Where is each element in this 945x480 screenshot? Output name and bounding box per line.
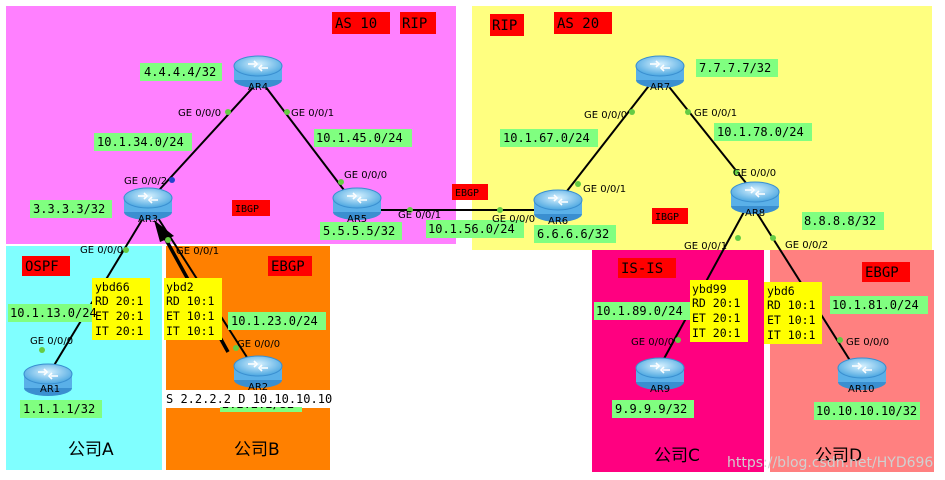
vpn-a-rd: RD 20:1 [95, 294, 144, 308]
vpn-c-rd: RD 20:1 [692, 296, 741, 310]
subnet-78: 10.1.78.0/24 [717, 125, 804, 139]
company-a-name: 公司A [68, 440, 114, 460]
ar6-loopback: 6.6.6.6/32 [537, 227, 609, 241]
traffic-note: S 2.2.2.2 D 10.10.10.10 [166, 392, 332, 406]
isis-label: IS-IS [621, 261, 663, 277]
as20-proto-label: RIP [492, 18, 517, 34]
vpn-d-it: IT 10:1 [767, 328, 816, 342]
ar8-name: AR8 [745, 208, 765, 219]
ar3-loopback: 3.3.3.3/32 [33, 202, 105, 216]
ar1-loopback: 1.1.1.1/32 [23, 402, 95, 416]
ar8-loopback: 8.8.8.8/32 [804, 214, 876, 228]
ar4-port-g1: GE 0/0/1 [291, 108, 334, 119]
ar9-loopback: 9.9.9.9/32 [615, 402, 687, 416]
vpn-c-name: ybd99 [692, 282, 727, 296]
vpn-d-et: ET 10:1 [767, 313, 816, 327]
vpn-a-et: ET 20:1 [95, 309, 144, 323]
as20-label: AS 20 [557, 16, 599, 32]
zone-company-b-lower [166, 408, 330, 470]
ar1-name: AR1 [40, 384, 60, 395]
link-ar4-ar3 [149, 81, 259, 201]
ar10-name: AR10 [848, 384, 875, 395]
subnet-67: 10.1.67.0/24 [503, 131, 590, 145]
company-b-name: 公司B [234, 440, 280, 460]
ar3-port-g1: GE 0/0/1 [176, 246, 219, 257]
ar3-name: AR3 [138, 214, 158, 225]
ar4-port-g0: GE 0/0/0 [178, 108, 221, 119]
ibgp-as20-tag: IBGP [655, 212, 679, 223]
subnet-56: 10.1.56.0/24 [428, 222, 515, 236]
vpn-c-it: IT 20:1 [692, 326, 741, 340]
ar5-name: AR5 [347, 214, 367, 225]
vpn-d-name: ybd6 [767, 284, 795, 298]
ar9-name: AR9 [650, 384, 670, 395]
ar3-port-g2: GE 0/0/2 [124, 176, 167, 187]
ar7-port-g1: GE 0/0/1 [694, 108, 737, 119]
ar6-port-g1: GE 0/0/1 [583, 184, 626, 195]
ar8-port-g0: GE 0/0/0 [733, 168, 776, 179]
ar7-name: AR7 [650, 82, 670, 93]
subnet-23: 10.1.23.0/24 [231, 314, 318, 328]
company-b-ebgp-label: EBGP [271, 259, 305, 275]
subnet-34: 10.1.34.0/24 [97, 135, 184, 149]
ar7-port-g0: GE 0/0/0 [584, 110, 627, 121]
as10-proto-label: RIP [402, 16, 427, 32]
ar8-port-g1: GE 0/0/1 [684, 241, 727, 252]
ar9-port-g0: GE 0/0/0 [631, 337, 674, 348]
traffic-arrow-head [154, 220, 174, 242]
vpn-d-rd: RD 10:1 [767, 298, 816, 312]
vpn-b-name: ybd2 [166, 280, 194, 294]
ar7-loopback: 7.7.7.7/32 [699, 61, 771, 75]
link-ar4-ar5 [261, 81, 351, 199]
ar8-port-g2: GE 0/0/2 [785, 240, 828, 251]
vpn-a-name: ybd66 [95, 280, 130, 294]
ar4-name: AR4 [248, 82, 268, 93]
ar10-loopback: 10.10.10.10/32 [816, 404, 917, 418]
ar5-port-g1: GE 0/0/1 [398, 210, 441, 221]
ar1-port-g0: GE 0/0/0 [30, 336, 73, 347]
ar10-port-g0: GE 0/0/0 [846, 337, 889, 348]
ar2-name: AR2 [248, 382, 268, 393]
as10-label: AS 10 [335, 16, 377, 32]
ar5-loopback: 5.5.5.5/32 [323, 224, 395, 238]
ar3-port-g0: GE 0/0/0 [80, 245, 123, 256]
ebgp-link-tag: EBGP [455, 188, 479, 199]
subnet-81: 10.1.81.0/24 [832, 298, 919, 312]
vpn-c-et: ET 20:1 [692, 311, 741, 325]
watermark: https://blog.csdn.net/HYD696 [727, 455, 933, 471]
ar2-port-g0: GE 0/0/0 [237, 339, 280, 350]
vpn-b-et: ET 10:1 [166, 309, 215, 323]
ar6-name: AR6 [548, 216, 568, 227]
ar4-loopback: 4.4.4.4/32 [144, 65, 216, 79]
link-ar6-ar7 [559, 77, 656, 201]
company-d-name: 公司D [815, 446, 862, 466]
subnet-45: 10.1.45.0/24 [316, 131, 403, 145]
ospf-label: OSPF [25, 259, 59, 275]
vpn-a-it: IT 20:1 [95, 324, 144, 338]
subnet-13: 10.1.13.0/24 [10, 306, 97, 320]
company-c-name: 公司C [654, 446, 700, 466]
vpn-b-rd: RD 10:1 [166, 294, 215, 308]
ar5-port-g0: GE 0/0/0 [344, 170, 387, 181]
ibgp-as10-tag: IBGP [235, 204, 259, 215]
vpn-b-it: IT 10:1 [166, 324, 215, 338]
subnet-89: 10.1.89.0/24 [596, 304, 683, 318]
ar6-port-g0: GE 0/0/0 [492, 214, 535, 225]
company-d-ebgp-label: EBGP [865, 265, 899, 281]
